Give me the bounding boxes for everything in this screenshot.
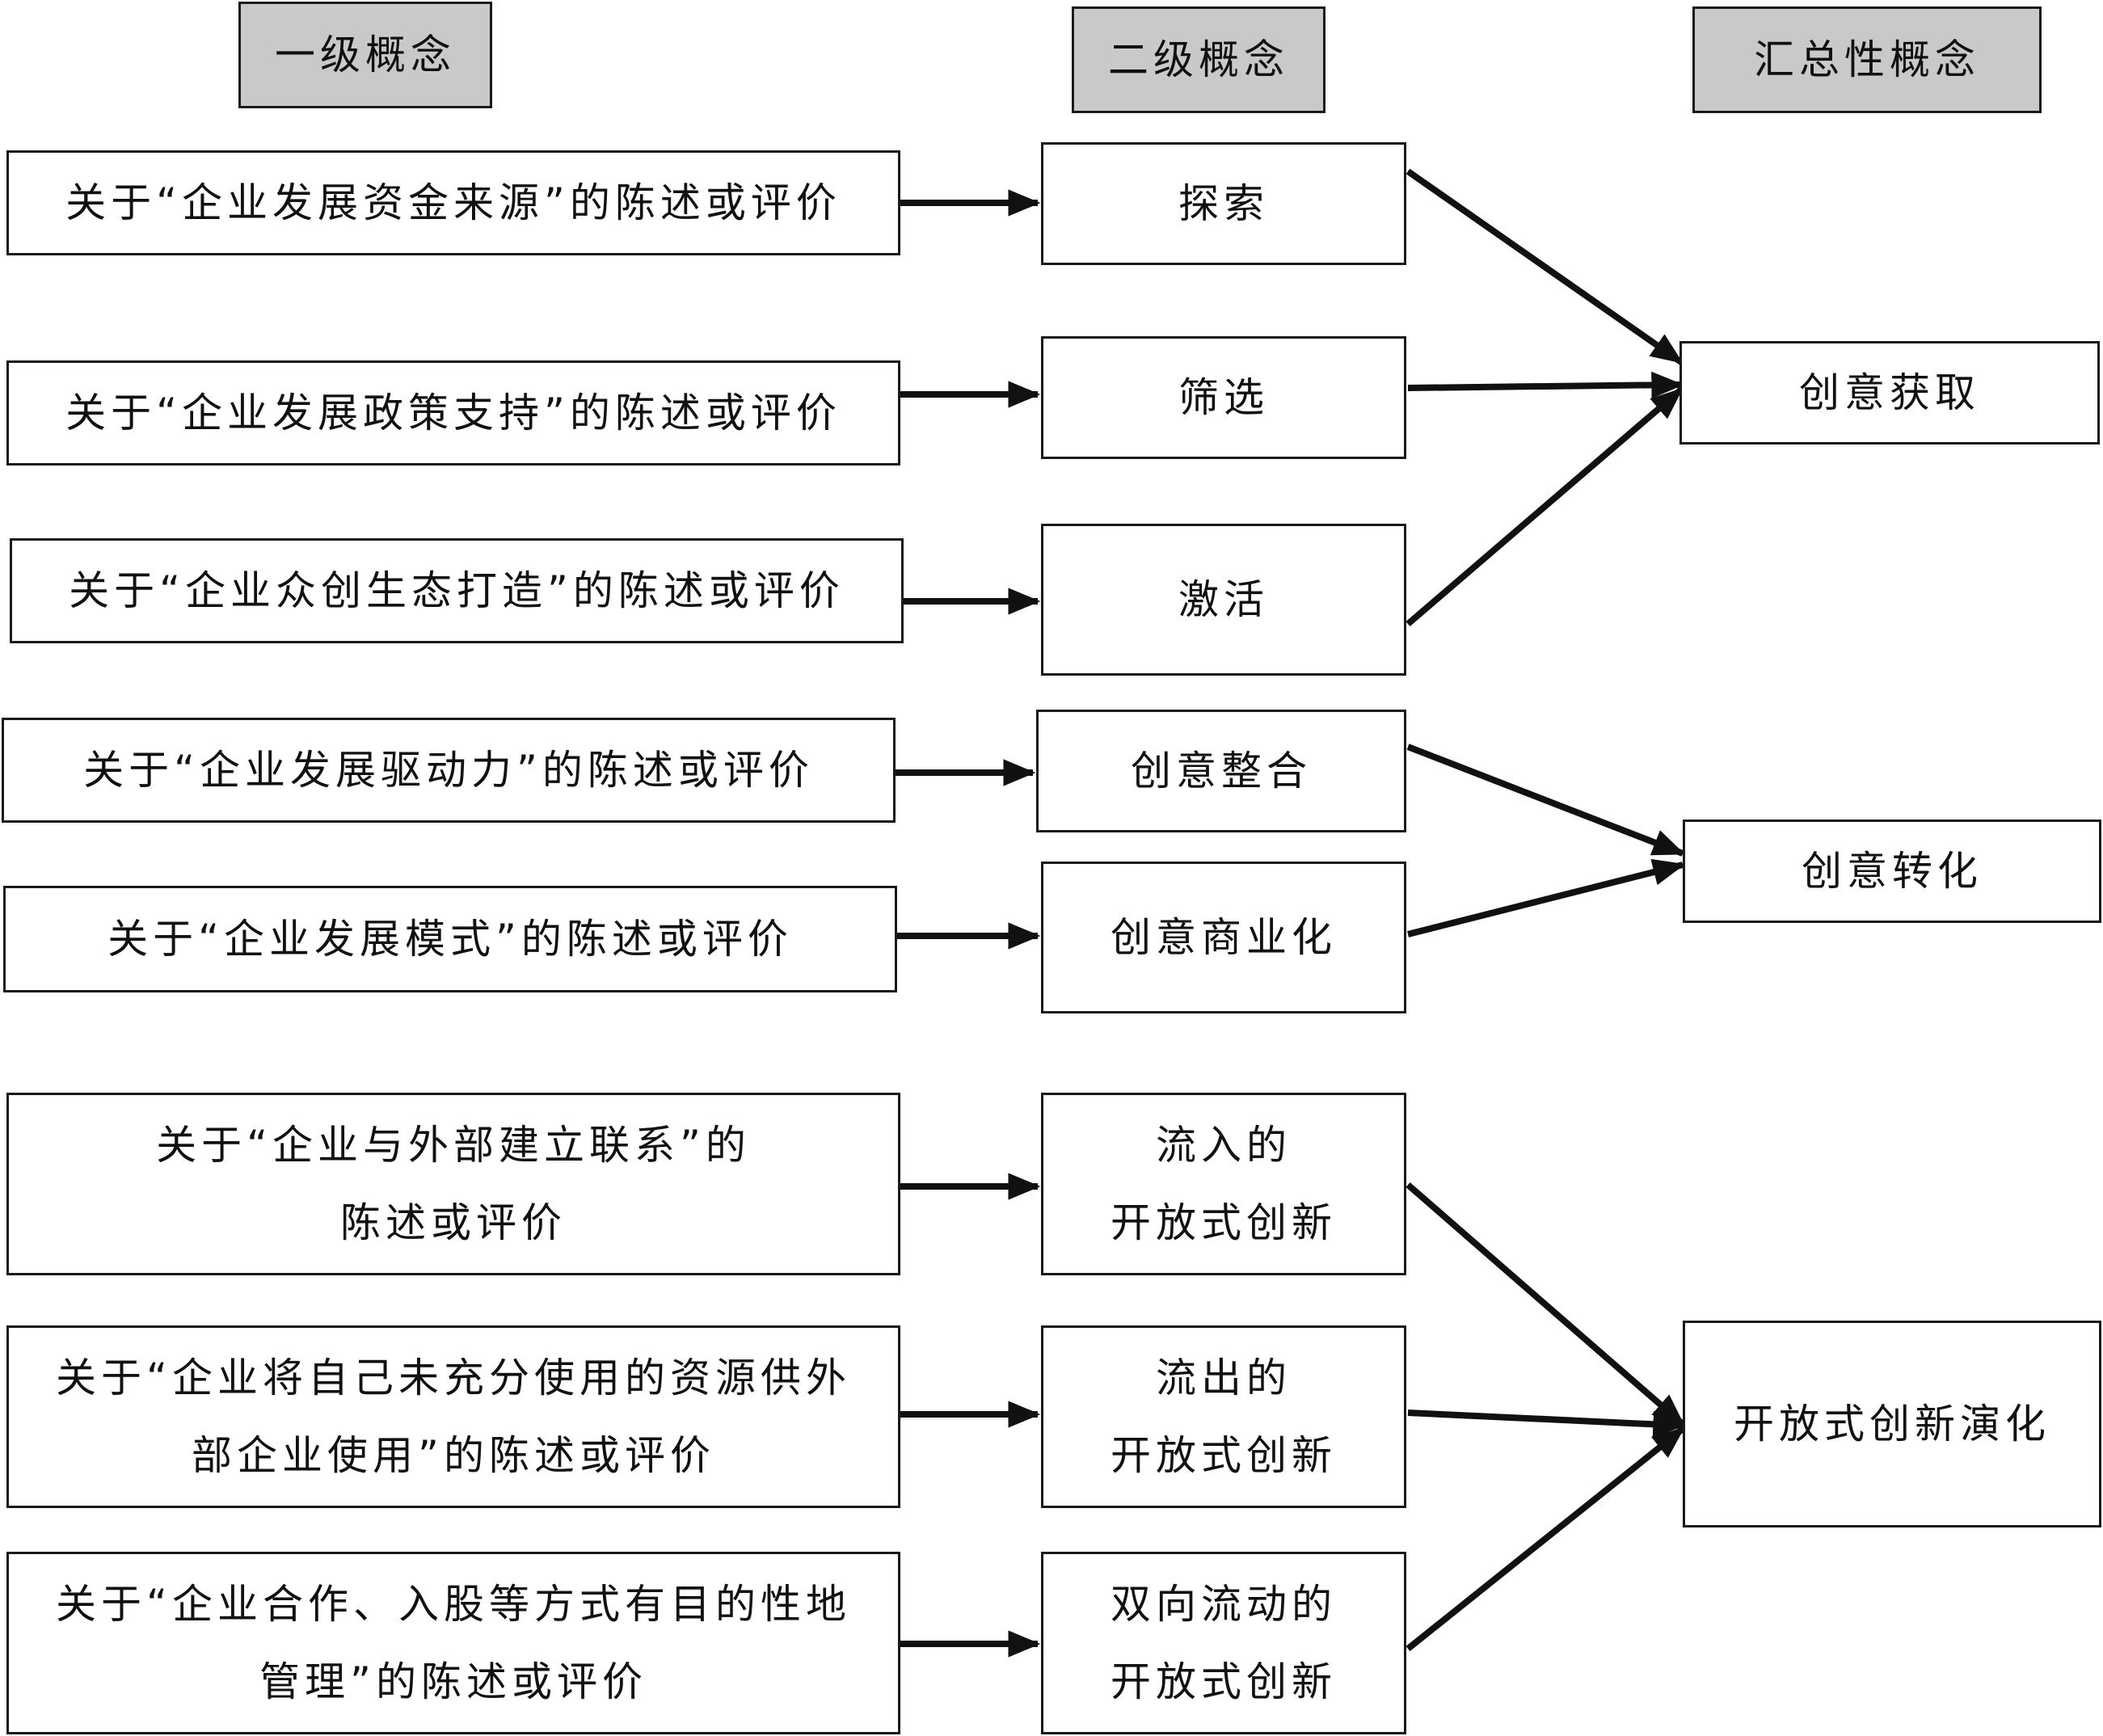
header-summary: 汇总性概念: [1692, 6, 2042, 113]
summary-box-3: 开放式创新演化: [1683, 1321, 2101, 1527]
arrow-l2-sum-4: [1406, 744, 1686, 857]
level2-label-line: 开放式创新: [1111, 1658, 1337, 1705]
level2-box-6: 流入的 开放式创新: [1041, 1093, 1406, 1275]
header-level1: 一级概念: [238, 2, 492, 108]
summary-label: 开放式创新演化: [1734, 1401, 2050, 1447]
level2-box-2: 筛选: [1041, 336, 1406, 459]
arrow-l2-sum-2: [1407, 371, 1684, 399]
level1-box-1: 关于“企业发展资金来源”的陈述或评价: [6, 150, 900, 255]
summary-box-1: 创意获取: [1679, 341, 2100, 445]
level1-box-3: 关于“企业众创生态打造”的陈述或评价: [10, 538, 904, 643]
level2-box-8: 双向流动的 开放式创新: [1041, 1552, 1406, 1734]
level1-label-line: 关于“企业合作、入股等方式有目的性地: [56, 1581, 851, 1628]
level1-label: 关于“企业发展资金来源”的陈述或评价: [65, 179, 841, 226]
level1-box-4: 关于“企业发展驱动力”的陈述或评价: [2, 718, 896, 823]
level2-label-line: 双向流动的: [1111, 1581, 1337, 1628]
level2-box-3: 激活: [1041, 524, 1406, 676]
summary-box-2: 创意转化: [1683, 820, 2101, 923]
level2-box-4: 创意整合: [1036, 710, 1406, 832]
level2-label-line: 开放式创新: [1111, 1199, 1337, 1246]
level1-label-line: 部企业使用”的陈述或评价: [192, 1432, 715, 1479]
arrow-l2-sum-7: [1407, 1409, 1686, 1438]
level1-label-line: 管理”的陈述或评价: [259, 1658, 647, 1705]
level2-label: 筛选: [1178, 374, 1269, 421]
level2-label: 创意整合: [1131, 748, 1312, 794]
level2-label-line: 流入的: [1156, 1122, 1292, 1169]
level2-box-1: 探索: [1041, 142, 1406, 265]
summary-label: 创意转化: [1802, 848, 1983, 895]
level1-label-line: 关于“企业与外部建立联系”的: [156, 1122, 751, 1169]
level1-label-line: 陈述或评价: [340, 1199, 567, 1246]
arrow-l2-sum-6: [1406, 1182, 1685, 1427]
level2-label: 激活: [1178, 576, 1269, 623]
level2-box-5: 创意商业化: [1041, 862, 1406, 1013]
level1-label: 关于“企业发展模式”的陈述或评价: [107, 916, 793, 963]
level1-box-2: 关于“企业发展政策支持”的陈述或评价: [6, 360, 900, 466]
level1-box-6: 关于“企业与外部建立联系”的 陈述或评价: [6, 1093, 900, 1275]
level1-box-5: 关于“企业发展模式”的陈述或评价: [3, 886, 897, 992]
header-level1-label: 一级概念: [275, 32, 456, 78]
arrow-l2-sum-3: [1406, 386, 1684, 627]
level1-box-8: 关于“企业合作、入股等方式有目的性地 管理”的陈述或评价: [6, 1552, 900, 1734]
arrow-l2-sum-8: [1406, 1426, 1685, 1652]
level1-label-line: 关于“企业将自己未充分使用的资源供外: [56, 1355, 851, 1401]
level1-label: 关于“企业众创生态打造”的陈述或评价: [69, 567, 845, 614]
level2-label-line: 开放式创新: [1111, 1432, 1337, 1479]
level2-box-7: 流出的 开放式创新: [1041, 1325, 1406, 1508]
level2-label-line: 流出的: [1156, 1355, 1292, 1401]
level2-label: 探索: [1178, 180, 1269, 227]
level1-box-7: 关于“企业将自己未充分使用的资源供外 部企业使用”的陈述或评价: [6, 1325, 900, 1508]
header-level2-label: 二级概念: [1108, 36, 1289, 83]
header-summary-label: 汇总性概念: [1754, 36, 1980, 83]
arrow-l2-sum-1: [1406, 168, 1684, 365]
level1-label: 关于“企业发展政策支持”的陈述或评价: [65, 390, 841, 436]
level2-label: 创意商业化: [1111, 914, 1337, 961]
arrow-l2-sum-5: [1407, 858, 1686, 938]
header-level2: 二级概念: [1072, 6, 1325, 113]
summary-label: 创意获取: [1799, 369, 1980, 416]
level1-label: 关于“企业发展驱动力”的陈述或评价: [83, 747, 814, 794]
